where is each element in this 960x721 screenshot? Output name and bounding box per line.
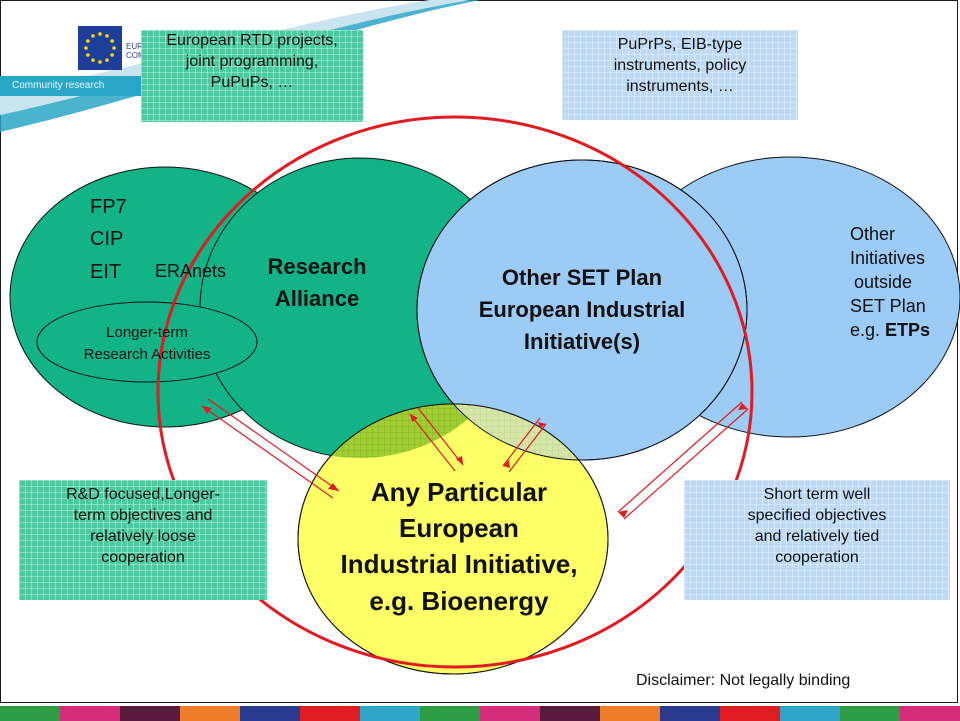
eu-star — [91, 58, 95, 62]
stripe-segment — [540, 706, 600, 721]
color-stripe — [0, 706, 960, 721]
note-bottom-right: Short term well specified objectives and… — [684, 480, 950, 600]
stripe-segment — [0, 706, 60, 721]
eu-flag-icon — [78, 26, 122, 70]
stripe-segment — [780, 706, 840, 721]
disclaimer-text: Disclaimer: Not legally binding — [636, 672, 851, 689]
big-red-ellipse — [156, 115, 754, 669]
arrowheads — [202, 403, 748, 518]
stripe-segment — [720, 706, 780, 721]
eu-star — [86, 53, 90, 57]
eranets-label: ERAnets — [155, 261, 226, 281]
stripe-segment — [900, 706, 960, 721]
eu-star — [105, 34, 109, 38]
svg-text:e.g. ETPs: e.g. ETPs — [850, 320, 930, 340]
eu-star — [84, 46, 88, 50]
stripe-segment — [240, 706, 300, 721]
note-top-left: European RTD projects, joint programming… — [141, 30, 363, 122]
research-alliance-labels: Research Alliance — [267, 254, 366, 311]
stripe-segment — [180, 706, 240, 721]
cip-label: CIP — [90, 228, 123, 250]
stripe-segment — [660, 706, 720, 721]
eu-star — [86, 39, 90, 43]
svg-text:outside: outside — [854, 272, 912, 292]
svg-text:Research Activities: Research Activities — [84, 346, 211, 363]
svg-text:Industrial Initiative,: Industrial Initiative, — [341, 549, 578, 579]
longer-term-ellipse — [36, 301, 258, 383]
other-initiatives-labels: Other Initiatives outside SET Plan e.g. … — [850, 224, 930, 340]
eu-star — [110, 53, 114, 57]
eu-star — [98, 32, 102, 36]
note-top-right: PuPrPs, EIB-type instruments, policy ins… — [562, 30, 798, 120]
eit-label: EIT — [90, 261, 121, 283]
eu-star — [98, 60, 102, 64]
svg-text:European: European — [399, 513, 519, 543]
svg-text:Other: Other — [850, 224, 895, 244]
particular-labels: Any Particular European Industrial Initi… — [341, 477, 578, 616]
eu-star — [105, 58, 109, 62]
stripe-segment — [300, 706, 360, 721]
stripe-segment — [480, 706, 540, 721]
stripe-segment — [60, 706, 120, 721]
stripe-segment — [600, 706, 660, 721]
eu-star — [112, 46, 116, 50]
longer-term-labels: Longer-term Research Activities — [84, 324, 211, 363]
note-bottom-left: R&D focused,Longer- term objectives and … — [19, 480, 267, 600]
svg-text:Alliance: Alliance — [275, 286, 359, 311]
stripe-segment — [120, 706, 180, 721]
logo-banner: Community research — [0, 76, 178, 96]
slide-frame — [0, 0, 958, 703]
fp7-labels: FP7 CIP EIT — [90, 196, 127, 283]
stripe-segment — [420, 706, 480, 721]
eu-star — [91, 34, 95, 38]
arrows — [201, 398, 749, 520]
eu-logo: EUROPEAN COMMISSION Community research — [0, 22, 178, 96]
svg-text:Initiative(s): Initiative(s) — [524, 329, 640, 354]
eu-star — [110, 39, 114, 43]
other-set-labels: Other SET Plan European Industrial Initi… — [479, 265, 686, 354]
svg-text:Any Particular: Any Particular — [371, 477, 547, 507]
svg-text:e.g. Bioenergy: e.g. Bioenergy — [369, 586, 549, 616]
stripe-segment — [360, 706, 420, 721]
svg-text:European Industrial: European Industrial — [479, 297, 686, 322]
svg-text:Initiatives: Initiatives — [850, 248, 925, 268]
stripe-segment — [840, 706, 900, 721]
svg-text:Research: Research — [267, 254, 366, 279]
svg-text:Other SET Plan: Other SET Plan — [502, 265, 662, 290]
venn-diagram: FP7 CIP EIT ERAnets Longer-term Research… — [0, 0, 960, 675]
svg-text:Longer-term: Longer-term — [106, 324, 188, 341]
svg-text:SET Plan: SET Plan — [850, 296, 926, 316]
fp7-label: FP7 — [90, 196, 127, 218]
